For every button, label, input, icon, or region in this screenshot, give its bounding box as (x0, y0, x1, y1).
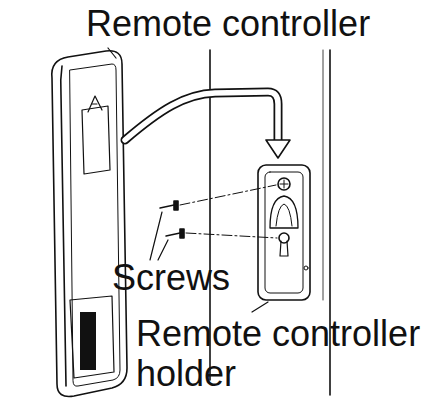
remote-controller-holder (258, 165, 310, 300)
leader-line (158, 240, 168, 260)
alignment-line (186, 233, 277, 238)
leader-line (150, 212, 162, 260)
leader-line (108, 48, 116, 58)
leader-line (252, 302, 268, 312)
alignment-line (180, 185, 276, 205)
part-label: Remote controller holder (136, 314, 436, 394)
movement-arrow (125, 92, 290, 158)
wall-edge (323, 50, 324, 300)
screw (160, 201, 184, 238)
part-label: Remote controller (86, 4, 416, 44)
part-label: Screws (112, 258, 272, 298)
remote-controller (52, 51, 127, 397)
